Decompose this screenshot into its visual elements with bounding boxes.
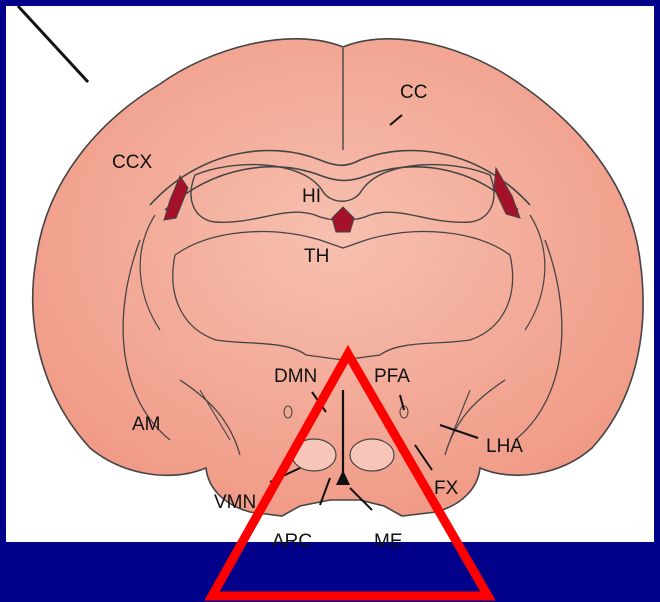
label-vmn: VMN <box>214 492 256 513</box>
label-ccx: CCX <box>112 152 152 173</box>
label-arc: ARC <box>272 531 312 552</box>
label-lha: LHA <box>486 436 523 457</box>
label-me: ME <box>374 531 403 552</box>
label-cc: CC <box>400 82 427 103</box>
label-dmn: DMN <box>274 366 317 387</box>
label-th: TH <box>304 246 329 267</box>
nucleus-right <box>350 439 394 471</box>
label-fx: FX <box>434 478 459 499</box>
label-am: AM <box>132 414 161 435</box>
label-pfa: PFA <box>374 366 410 387</box>
brain-outline <box>33 39 643 516</box>
label-hi: HI <box>302 186 321 207</box>
